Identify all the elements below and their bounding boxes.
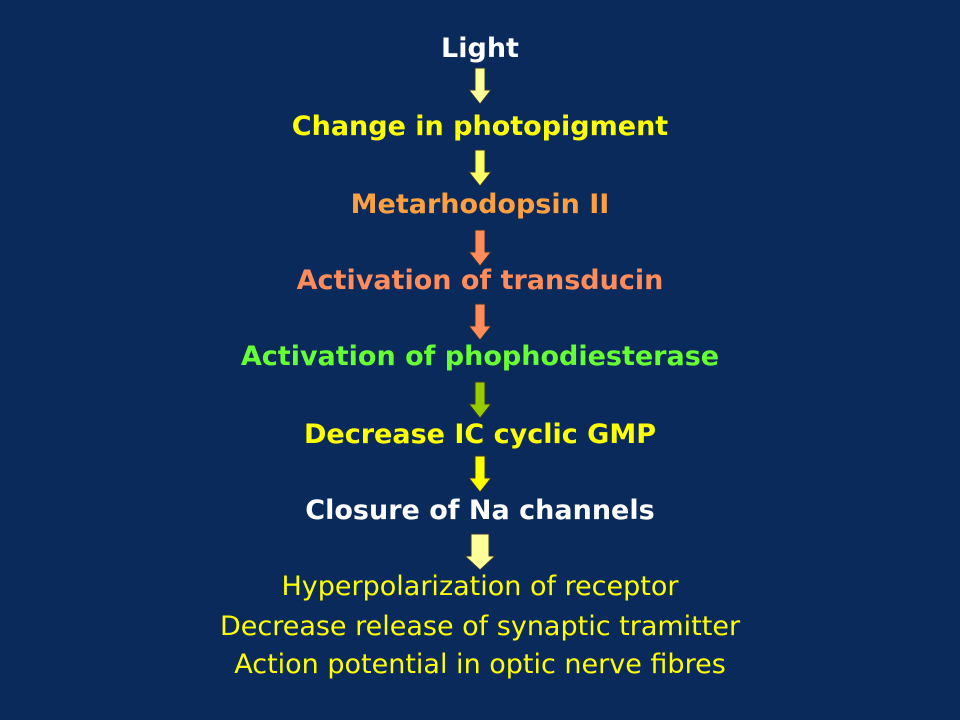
outcome-action-potential: Action potential in optic nerve fibres [234, 649, 726, 680]
arrow-3 [0, 229, 960, 270]
down-arrow-icon [467, 303, 493, 341]
step-change-in-photopigment: Change in photopigment [291, 111, 669, 142]
arrow-shape [467, 229, 493, 267]
arrow-shape [463, 533, 497, 571]
down-arrow-icon [467, 381, 493, 419]
down-arrow-icon [463, 533, 497, 571]
step-decrease-cgmp: Decrease IC cyclic GMP [304, 419, 656, 450]
down-arrow-icon [467, 455, 493, 493]
arrow-2 [0, 149, 960, 190]
outcome-hyperpolarization: Hyperpolarization of receptor [281, 571, 679, 602]
arrow-7 [0, 533, 960, 574]
step-metarhodopsin: Metarhodopsin II [350, 189, 610, 220]
step-light: Light [441, 33, 519, 64]
step-activation-transducin: Activation of transducin [296, 265, 664, 296]
arrow-shape [467, 381, 493, 419]
arrow-4 [0, 303, 960, 344]
arrow-shape [467, 67, 493, 105]
outcome-decrease-transmitter: Decrease release of synaptic tramitter [219, 611, 741, 642]
arrow-1 [0, 67, 960, 108]
arrow-5 [0, 381, 960, 422]
arrow-shape [467, 455, 493, 493]
arrow-shape [467, 149, 493, 187]
down-arrow-icon [467, 149, 493, 187]
step-closure-na-channels: Closure of Na channels [305, 495, 655, 526]
arrow-6 [0, 455, 960, 496]
down-arrow-icon [467, 229, 493, 267]
down-arrow-icon [467, 67, 493, 105]
arrow-shape [467, 303, 493, 341]
step-activation-phophodiesterase: Activation of phophodiesterase [240, 341, 720, 372]
